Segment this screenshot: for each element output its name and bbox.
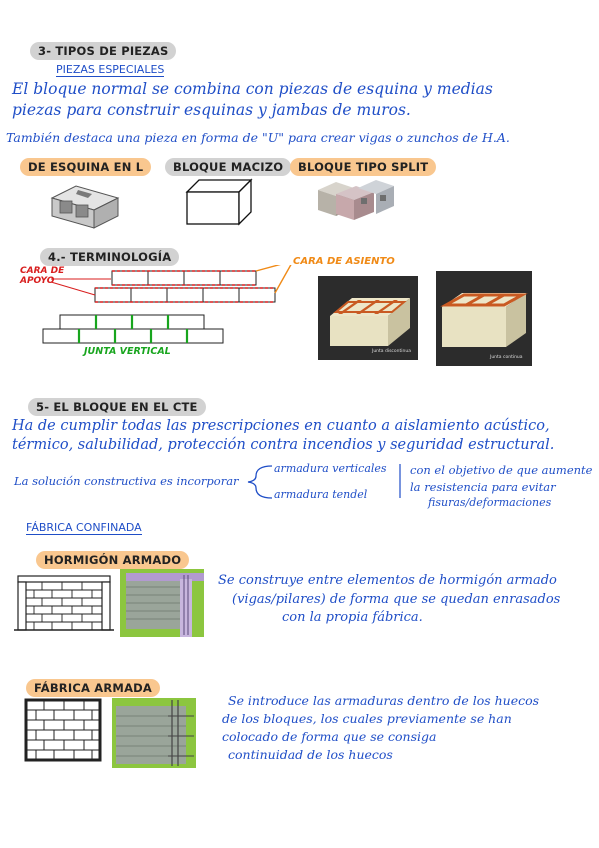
section-3-line-2: piezas para construir esquinas y jambas … (12, 101, 411, 119)
goal-line-2: la resistencia para evitar (410, 480, 556, 494)
junta-vertical-label: JUNTA VERTICAL (84, 346, 171, 357)
photo-junta-discontinua: Junta discontinua (318, 276, 418, 360)
fabrica-text-4: continuidad de los huecos (228, 747, 393, 762)
reinforced-wall-render (112, 698, 196, 768)
corner-block-illustration (50, 185, 120, 229)
photo-junta-continua: Junta continua (436, 271, 532, 366)
hormigon-text-1: Se construye entre elementos de hormigón… (218, 573, 557, 588)
branch-armadura-vertical: armadura verticales (274, 462, 387, 475)
confined-wall-drawing (14, 575, 114, 631)
goal-line-1: con el objetivo de que aumente (410, 463, 593, 477)
solution-text: La solución constructiva es incorporar (14, 474, 239, 488)
cara-apoyo-label: CARA DE APOYO (20, 266, 64, 286)
fabrica-text-3: colocado de forma que se consiga (222, 729, 437, 744)
fabrica-confinada-subtitle: FÁBRICA CONFINADA (26, 521, 142, 535)
fabrica-text-1: Se introduce las armaduras dentro de los… (228, 693, 540, 708)
photo-2-caption: Junta continua (490, 355, 523, 360)
goal-line-3: fisuras/deformaciones (428, 496, 552, 509)
cara-apoyo-label-line-2: APOYO (20, 276, 55, 286)
label-corner-block: DE ESQUINA EN L (20, 158, 152, 176)
section-5-title: 5- EL BLOQUE EN EL CTE (28, 398, 206, 416)
cara-asiento-label: CARA DE ASIENTO (293, 256, 395, 267)
cara-apoyo-label-line-1: CARA DE (20, 266, 65, 276)
bracket-brace (247, 465, 273, 499)
block-continuous-image (440, 293, 528, 347)
confined-wall-render (120, 569, 204, 637)
goal-bracket (399, 464, 401, 498)
fabrica-text-2: de los bloques, los cuales previamente s… (222, 711, 512, 726)
section-4-title: 4.- TERMINOLOGÍA (40, 248, 180, 266)
photo-1-caption: Junta discontinua (372, 349, 411, 354)
branch-armadura-tendel: armadura tendel (274, 488, 368, 501)
reinforced-wall-drawing (24, 698, 102, 762)
hormigon-text-3: con la propia fábrica. (282, 610, 423, 625)
split-blocks-illustration (318, 180, 394, 220)
block-discontinuous-image (330, 298, 410, 346)
hormigon-armado-title: HORMIGÓN ARMADO (36, 551, 190, 569)
solid-block-illustration (185, 178, 253, 226)
fabrica-armada-title: FÁBRICA ARMADA (26, 679, 161, 697)
label-solid-block: BLOQUE MACIZO (165, 158, 292, 176)
section-3-subtitle: PIEZAS ESPECIALES (56, 63, 165, 77)
section-3-line-3: También destaca una pieza en forma de "U… (6, 130, 510, 145)
section-5-line-2: térmico, salubilidad, protección contra … (12, 437, 555, 453)
terminology-wall-diagram (42, 265, 292, 344)
label-split-block: BLOQUE TIPO SPLIT (290, 158, 437, 176)
section-5-line-1: Ha de cumplir todas las prescripciones e… (12, 418, 550, 434)
section-3-line-1: El bloque normal se combina con piezas d… (12, 80, 493, 98)
hormigon-text-2: (vigas/pilares) de forma que se quedan e… (232, 592, 561, 607)
section-3-title: 3- TIPOS DE PIEZAS (30, 42, 177, 60)
